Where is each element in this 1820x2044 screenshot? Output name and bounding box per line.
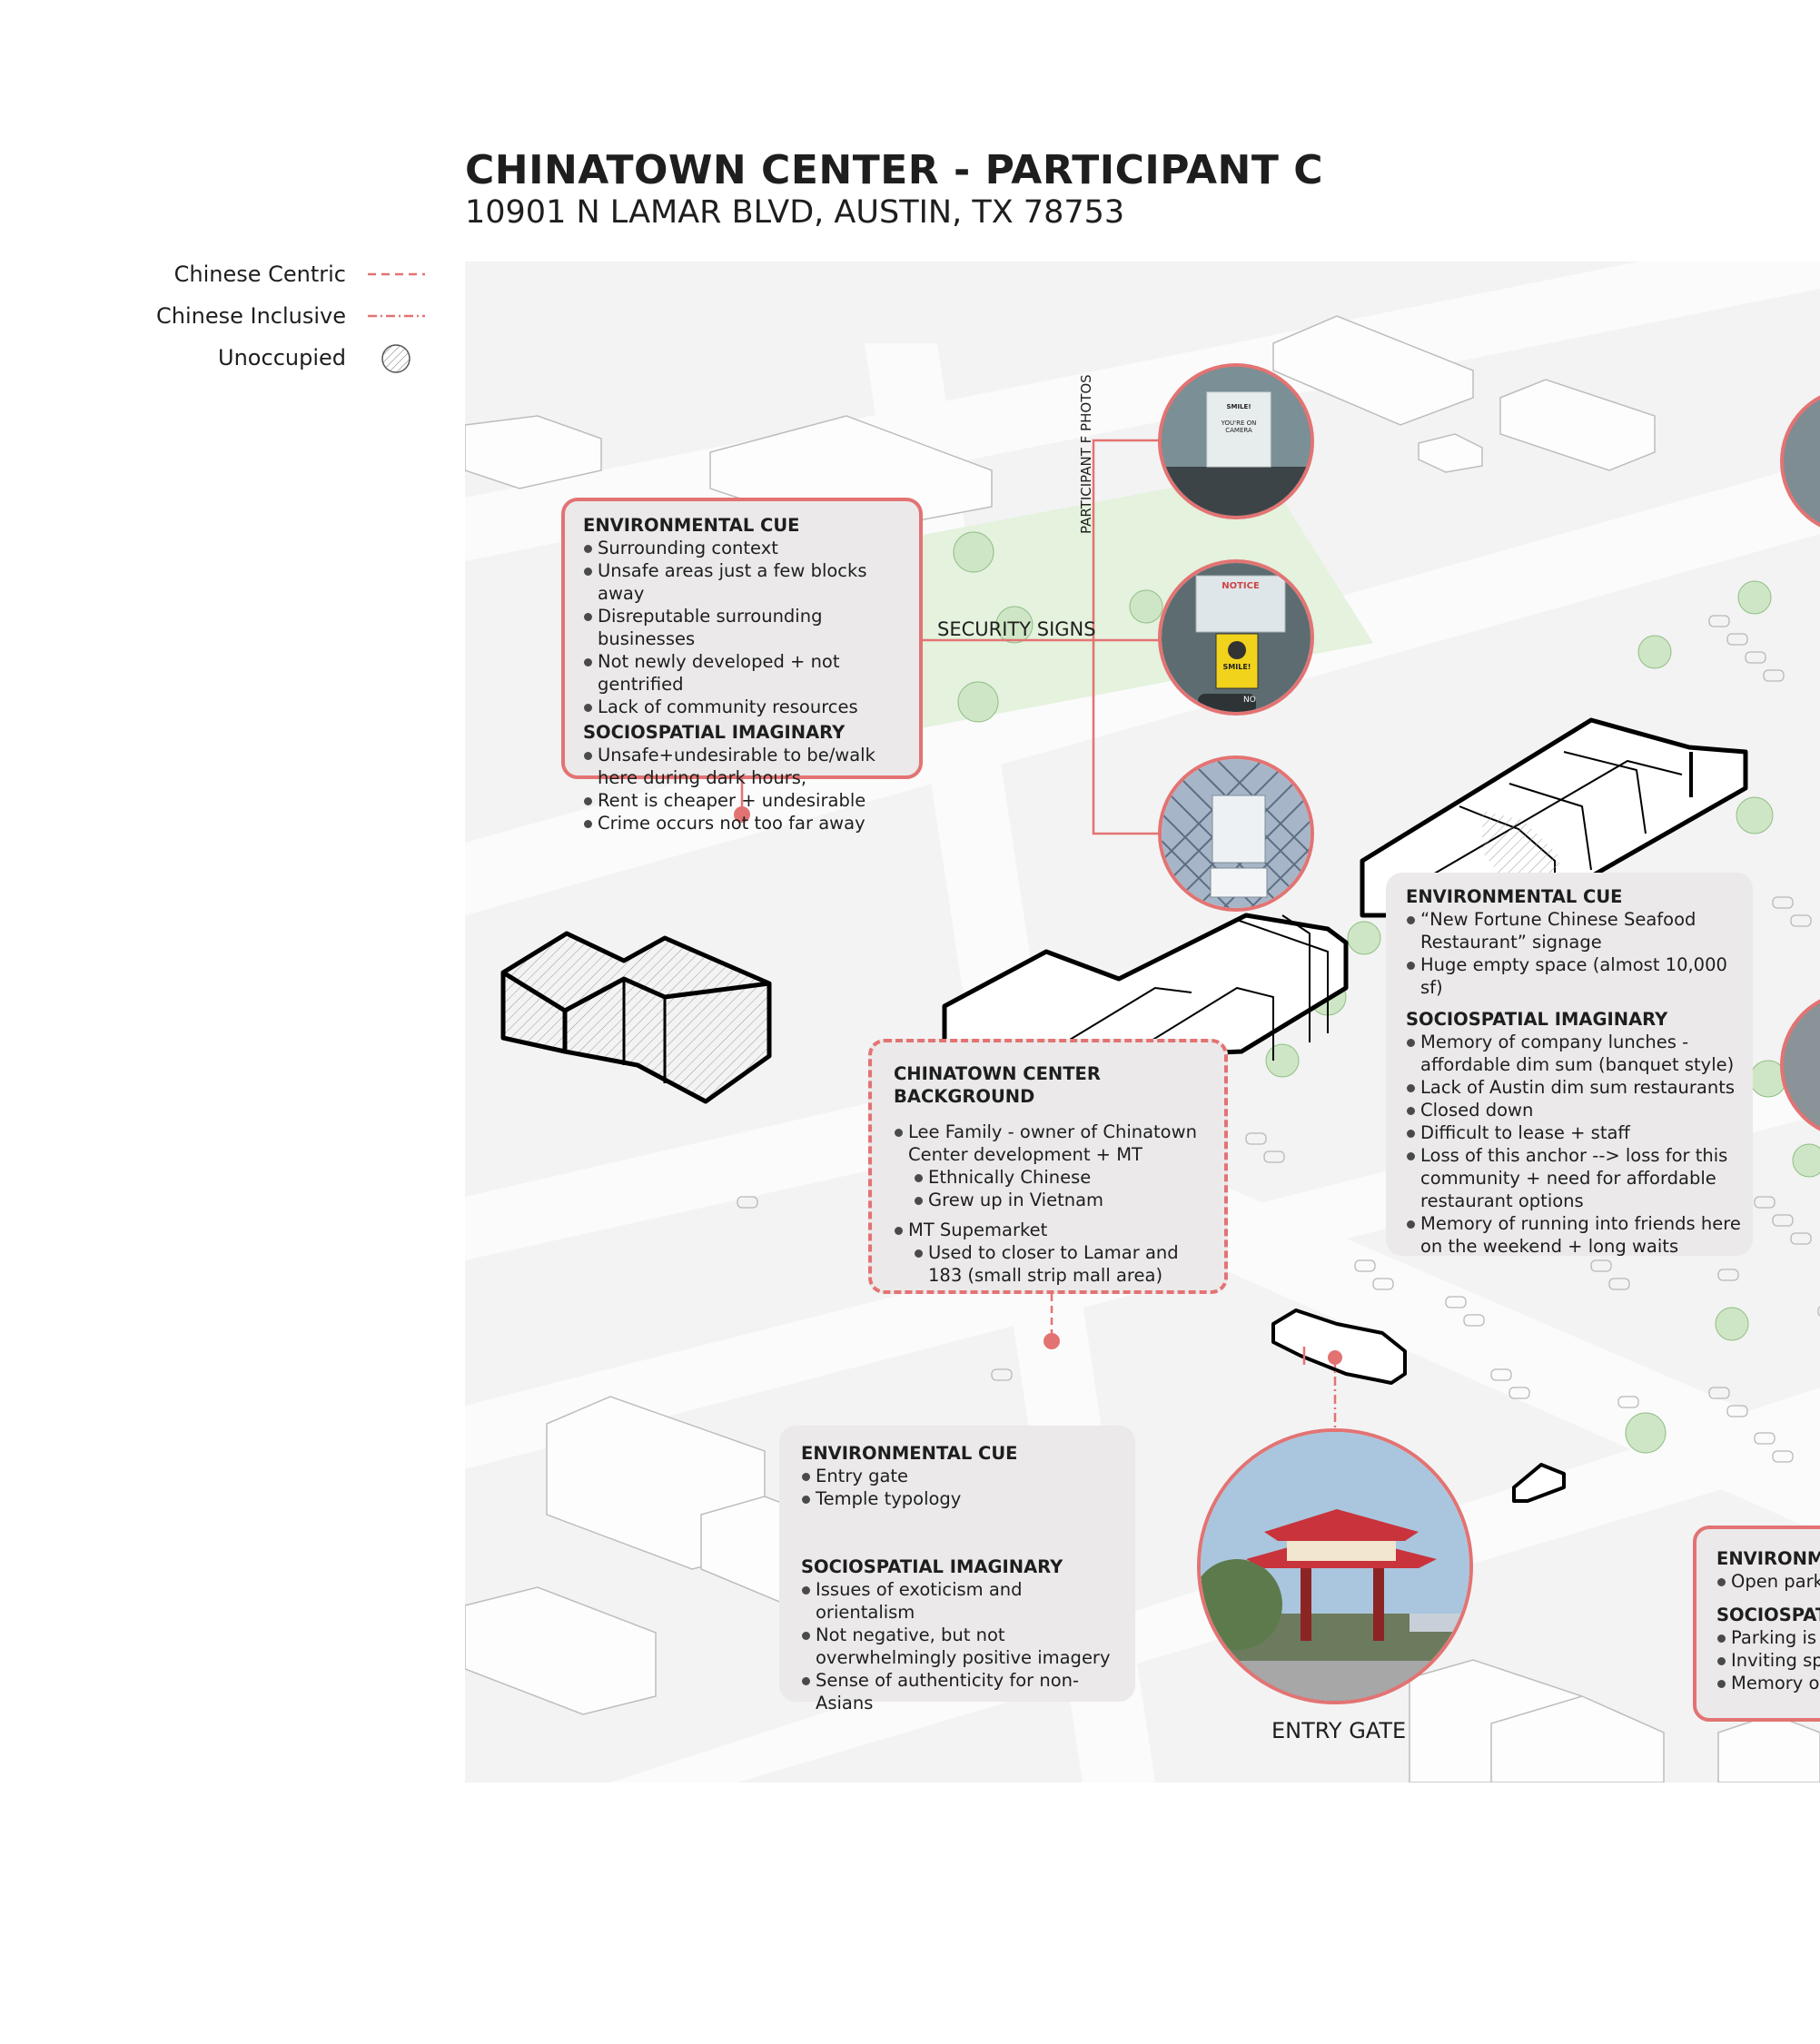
list-item: Memory o — [1716, 1672, 1820, 1694]
photo-circle-edge-mid — [1780, 999, 1820, 1131]
vacant-building — [500, 931, 772, 1104]
photo-circle-edge-top — [1780, 395, 1820, 528]
list-item: Ethnically Chinese — [914, 1166, 1212, 1189]
list-item: Unsafe areas just a few blocks away — [583, 559, 919, 605]
list-item: Parking is — [1716, 1626, 1820, 1649]
leader-dots — [734, 806, 1342, 1365]
legend-label-unoccupied: Unoccupied — [218, 345, 346, 370]
photo-sign-1-text-bottom: YOU'RE ON CAMERA — [1221, 420, 1257, 434]
photo-security-sign-3 — [1158, 755, 1314, 912]
list-item: Difficult to lease + staff — [1406, 1121, 1742, 1144]
card-gate-soc-list: Issues of exoticism and orientalism Not … — [801, 1578, 1126, 1714]
card-background-heading: CHINATOWN CENTER BACKGROUND — [894, 1063, 1101, 1107]
photo-entry-gate-image — [1201, 1432, 1469, 1701]
chinatown-center-strip — [942, 717, 1748, 1063]
list-item: Not newly developed + not gentrified — [583, 650, 919, 696]
list-item: Loss of this anchor --> loss for this co… — [1406, 1144, 1742, 1212]
photo-security-sign-3-image — [1162, 759, 1311, 908]
photo-sign-2-no: NO — [1243, 696, 1256, 705]
list-item: Open park — [1716, 1570, 1820, 1593]
card-restaurant-soc-list: Memory of company lunches - affordable d… — [1406, 1031, 1742, 1258]
photo-security-sign-1: SMILE! YOU'RE ON CAMERA — [1158, 363, 1314, 519]
photo-entry-gate — [1197, 1428, 1473, 1704]
list-item: Grew up in Vietnam — [914, 1189, 1212, 1211]
legend-label-chinese-centric: Chinese Centric — [173, 262, 346, 287]
card-context-soc-list: Unsafe+undesirable to be/walk here durin… — [583, 744, 910, 834]
card-restaurant-env-list: “New Fortune Chinese Seafood Restaurant”… — [1406, 908, 1742, 999]
card-gate-env-list: Entry gate Temple typology — [801, 1465, 1126, 1510]
card-parking-soc-heading: SOCIOSPATI — [1716, 1605, 1820, 1625]
list-item: Lee Family - owner of Chinatown Center d… — [894, 1121, 1212, 1166]
card-chinatown-background: CHINATOWN CENTER BACKGROUND Lee Family -… — [868, 1039, 1228, 1294]
card-gate-soc-heading: SOCIOSPATIAL IMAGINARY — [801, 1556, 1063, 1577]
list-item: Lack of Austin dim sum restaurants — [1406, 1076, 1742, 1099]
list-item: Disreputable surrounding businesses — [583, 605, 919, 650]
list-item: Memory of company lunches - affordable d… — [1406, 1031, 1742, 1076]
list-item: Memory of running into friends here on t… — [1406, 1212, 1742, 1258]
leader-lines — [740, 439, 1337, 1428]
photo-security-sign-2-image — [1162, 563, 1311, 712]
card-parking-env-heading: ENVIRONME — [1716, 1548, 1820, 1569]
page-title: CHINATOWN CENTER - PARTICIPANT C — [465, 147, 1323, 193]
list-item: Surrounding context — [583, 537, 919, 559]
list-item: MT Supemarket — [894, 1219, 1212, 1241]
page-subtitle-address: 10901 N LAMAR BLVD, AUSTIN, TX 78753 — [465, 194, 1125, 231]
card-parking-soc-list: Parking is Inviting sp Memory o — [1716, 1626, 1820, 1694]
card-context-env-list: Surrounding context Unsafe areas just a … — [583, 537, 919, 718]
list-item: “New Fortune Chinese Seafood Restaurant”… — [1406, 908, 1742, 953]
list-item: Crime occurs not too far away — [583, 812, 910, 834]
legend-hatched-circle — [381, 344, 410, 373]
list-item: Huge empty space (almost 10,000 sf) — [1406, 953, 1742, 999]
security-signs-label: SECURITY SIGNS — [937, 618, 1096, 640]
list-item: Sense of authenticity for non-Asians — [801, 1669, 1126, 1714]
card-parking-env-list: Open park — [1716, 1570, 1820, 1593]
list-item: Issues of exoticism and orientalism — [801, 1578, 1126, 1624]
photo-sign-1-text-top: SMILE! — [1226, 403, 1251, 410]
legend-symbols — [368, 272, 425, 373]
list-item: Unsafe+undesirable to be/walk here durin… — [583, 744, 910, 789]
card-entry-gate: ENVIRONMENTAL CUE Entry gate Temple typo… — [779, 1426, 1135, 1713]
list-item: Temple typology — [801, 1487, 1126, 1510]
card-parking: ENVIRONME Open park SOCIOSPATI Parking i… — [1693, 1526, 1820, 1722]
card-restaurant-soc-heading: SOCIOSPATIAL IMAGINARY — [1406, 1009, 1668, 1030]
card-context-soc-heading: SOCIOSPATIAL IMAGINARY — [583, 722, 846, 743]
list-item: Closed down — [1406, 1099, 1742, 1121]
photo-sign-2-notice: NOTICE — [1222, 581, 1260, 591]
list-item: Inviting sp — [1716, 1649, 1820, 1672]
card-background-list: Lee Family - owner of Chinatown Center d… — [894, 1121, 1212, 1211]
card-surrounding-context: ENVIRONMENTAL CUE Surrounding context Un… — [561, 498, 923, 834]
card-gate-env-heading: ENVIRONMENTAL CUE — [801, 1443, 1018, 1464]
photo-security-sign-1-image — [1162, 367, 1311, 516]
list-item: Entry gate — [801, 1465, 1126, 1487]
card-restaurant: ENVIRONMENTAL CUE “New Fortune Chinese S… — [1386, 873, 1753, 1258]
participant-photos-label: PARTICIPANT F PHOTOS — [1078, 374, 1094, 534]
legend-label-chinese-inclusive: Chinese Inclusive — [155, 303, 346, 329]
entry-gate-label: ENTRY GATE — [1271, 1718, 1407, 1743]
list-item: Rent is cheaper + undesirable — [583, 789, 910, 812]
photo-security-sign-2: NOTICE SMILE! NO — [1158, 559, 1314, 716]
context-buildings — [465, 315, 1820, 1782]
entry-gate-footprint — [1271, 1308, 1566, 1503]
card-background-list-2: MT Supemarket Used to closer to Lamar an… — [894, 1219, 1212, 1287]
card-restaurant-env-heading: ENVIRONMENTAL CUE — [1406, 886, 1623, 907]
list-item: Lack of community resources — [583, 696, 919, 718]
card-context-env-heading: ENVIRONMENTAL CUE — [583, 515, 800, 536]
list-item: Not negative, but not overwhelmingly pos… — [801, 1624, 1126, 1669]
site-map: PARTICIPANT F PHOTOS SECURITY SIGNS SMIL… — [465, 262, 1820, 1782]
photo-sign-2-smile: SMILE! — [1222, 663, 1251, 671]
list-item: Used to closer to Lamar and 183 (small s… — [914, 1241, 1212, 1287]
